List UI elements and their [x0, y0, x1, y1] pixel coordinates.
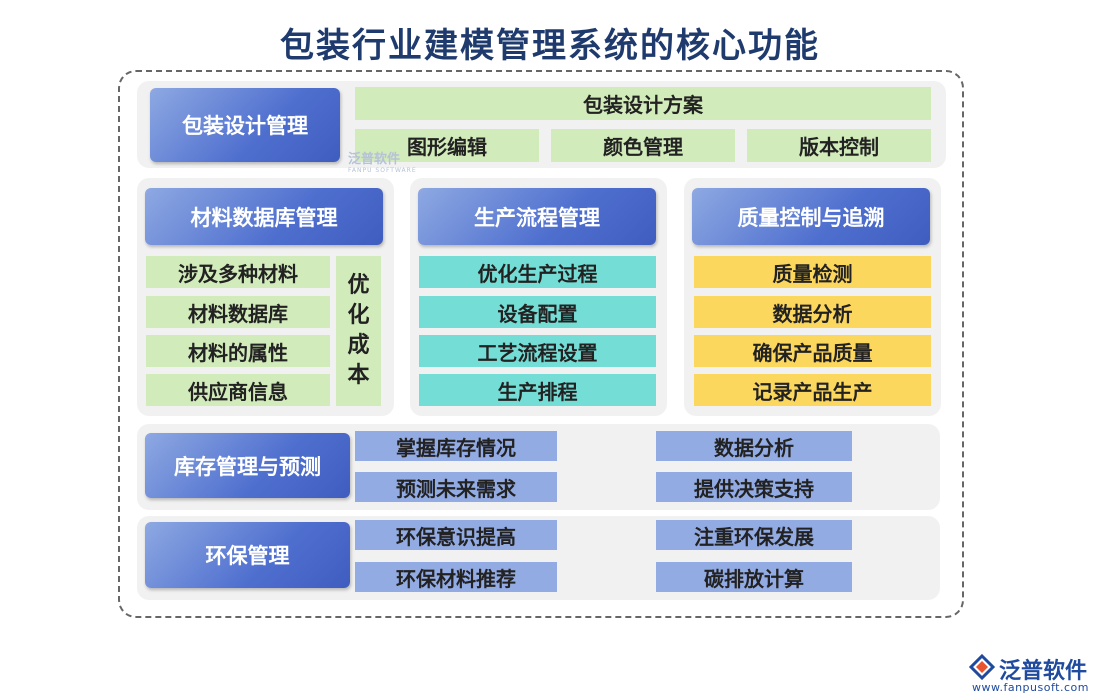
quality-item: 质量检测 [694, 256, 931, 288]
diagram-frame [118, 70, 964, 618]
production-item: 生产排程 [419, 374, 656, 406]
materials-item: 供应商信息 [146, 374, 330, 406]
quality-item: 确保产品质量 [694, 335, 931, 367]
inventory-title: 库存管理与预测 [145, 433, 350, 498]
production-item: 工艺流程设置 [419, 335, 656, 367]
logo-url: www.fanpusoft.com [972, 681, 1089, 694]
inventory-item: 预测未来需求 [355, 472, 557, 502]
production-item: 优化生产过程 [419, 256, 656, 288]
production-title: 生产流程管理 [418, 188, 656, 245]
packaging-top-item: 包装设计方案 [355, 87, 931, 120]
packaging-item: 颜色管理 [551, 129, 735, 162]
quality-item: 数据分析 [694, 296, 931, 328]
watermark-name: 泛普软件 [348, 152, 401, 167]
materials-item: 材料的属性 [146, 335, 330, 367]
environment-item: 注重环保发展 [656, 520, 852, 550]
quality-title: 质量控制与追溯 [692, 188, 930, 245]
watermark: 泛普软件 FANPU SOFTWARE [348, 148, 417, 174]
environment-item: 环保意识提高 [355, 520, 557, 550]
environment-item: 环保材料推荐 [355, 562, 557, 592]
inventory-item: 提供决策支持 [656, 472, 852, 502]
packaging-item: 版本控制 [747, 129, 931, 162]
page-title: 包装行业建模管理系统的核心功能 [280, 26, 820, 66]
optimize-cost-char: 化 [347, 303, 370, 328]
materials-item: 涉及多种材料 [146, 256, 330, 288]
materials-title: 材料数据库管理 [145, 188, 383, 245]
environment-item: 碳排放计算 [656, 562, 852, 592]
optimize-cost-box: 优 化 成 本 [336, 256, 381, 406]
fanpu-logo-icon [969, 654, 995, 680]
environment-title: 环保管理 [145, 522, 350, 588]
production-item: 设备配置 [419, 296, 656, 328]
logo-name: 泛普软件 [999, 659, 1088, 684]
inventory-item: 数据分析 [656, 431, 852, 461]
packaging-title: 包装设计管理 [150, 88, 340, 162]
optimize-cost-char: 本 [347, 363, 370, 388]
watermark-sub: FANPU SOFTWARE [348, 167, 417, 174]
materials-item: 材料数据库 [146, 296, 330, 328]
quality-item: 记录产品生产 [694, 374, 931, 406]
inventory-item: 掌握库存情况 [355, 431, 557, 461]
packaging-item: 图形编辑 [355, 129, 539, 162]
optimize-cost-char: 优 [347, 273, 370, 298]
optimize-cost-char: 成 [347, 333, 370, 358]
